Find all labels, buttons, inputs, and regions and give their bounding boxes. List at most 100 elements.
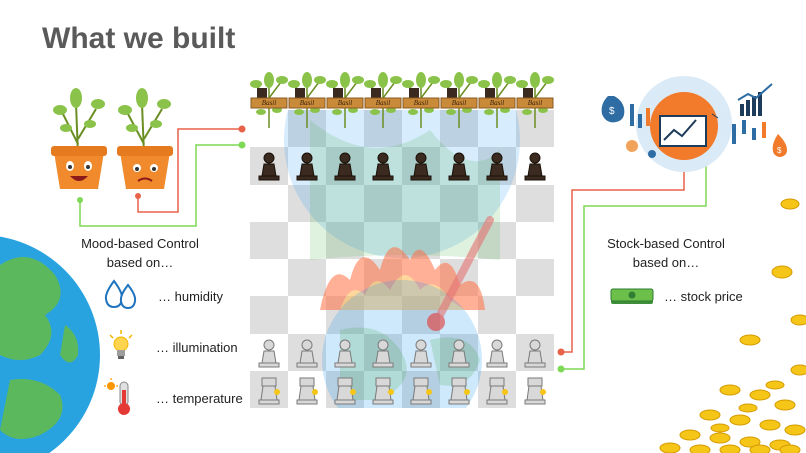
board-square[interactable] xyxy=(440,296,478,334)
board-square[interactable] xyxy=(478,333,516,371)
basil-sign-label: Basil xyxy=(451,99,467,107)
board-square[interactable] xyxy=(516,296,554,334)
board-square[interactable] xyxy=(250,296,288,334)
gold-coin xyxy=(790,364,806,376)
money-stack-icon xyxy=(610,288,654,304)
board-square[interactable] xyxy=(288,221,326,259)
board-square[interactable] xyxy=(288,296,326,334)
board-square[interactable] xyxy=(516,259,554,297)
board-square[interactable] xyxy=(326,184,364,222)
board-square[interactable] xyxy=(250,221,288,259)
earth-globe-left-icon xyxy=(0,236,100,453)
stock-control-heading-line1: Stock-based Control xyxy=(607,236,725,251)
gold-coin xyxy=(709,432,731,444)
svg-text:$: $ xyxy=(777,146,782,155)
board-square[interactable] xyxy=(402,259,440,297)
board-square[interactable] xyxy=(288,259,326,297)
board-square[interactable] xyxy=(478,184,516,222)
board-square[interactable] xyxy=(440,221,478,259)
basil-plant-icon xyxy=(326,72,364,128)
board-square[interactable] xyxy=(326,147,364,185)
board-square[interactable] xyxy=(440,259,478,297)
board-square[interactable] xyxy=(440,147,478,185)
mood-item-humidity: … humidity xyxy=(158,289,224,304)
basil-sign-label: Basil xyxy=(413,99,429,107)
gold-coin xyxy=(759,419,781,431)
board-square[interactable] xyxy=(250,259,288,297)
board-square[interactable] xyxy=(402,296,440,334)
gold-coin xyxy=(699,409,721,421)
light-bulb-icon xyxy=(109,330,133,359)
board-square[interactable] xyxy=(364,184,402,222)
gold-coins-icon xyxy=(659,198,806,453)
basil-sign-label: Basil xyxy=(299,99,315,107)
gold-coin xyxy=(710,423,730,433)
basil-plant-icon xyxy=(288,72,326,128)
board-square[interactable] xyxy=(402,370,440,408)
gold-coin xyxy=(689,444,711,453)
board-square[interactable] xyxy=(288,184,326,222)
stock-control-heading-line2: based on… xyxy=(632,255,700,270)
stock-item-price: … stock price xyxy=(664,289,743,304)
board-square[interactable] xyxy=(516,147,554,185)
board-square[interactable] xyxy=(250,147,288,185)
board-square[interactable] xyxy=(250,333,288,371)
board-square[interactable] xyxy=(288,370,326,408)
board-square[interactable] xyxy=(326,259,364,297)
board-square[interactable] xyxy=(288,147,326,185)
board-square[interactable] xyxy=(326,296,364,334)
gold-coin xyxy=(719,384,741,396)
gold-coin xyxy=(659,442,681,453)
gold-coin xyxy=(790,314,806,326)
gold-coin xyxy=(771,265,793,279)
basil-plant-icon xyxy=(364,72,402,128)
basil-sign-label: Basil xyxy=(489,99,505,107)
board-square[interactable] xyxy=(250,370,288,408)
board-square[interactable] xyxy=(250,184,288,222)
board-square[interactable] xyxy=(440,370,478,408)
basil-sign-label: Basil xyxy=(261,99,277,107)
board-square[interactable] xyxy=(326,333,364,371)
gold-coin xyxy=(738,403,758,413)
board-square[interactable] xyxy=(364,370,402,408)
gold-coin xyxy=(679,429,701,441)
basil-sign-label: Basil xyxy=(337,99,353,107)
gold-coin xyxy=(765,380,785,390)
board-square[interactable] xyxy=(364,333,402,371)
board-square[interactable] xyxy=(516,184,554,222)
board-square[interactable] xyxy=(516,333,554,371)
stock-market-graphic-icon: $ $ xyxy=(601,76,787,172)
board-square[interactable] xyxy=(326,370,364,408)
board-square[interactable] xyxy=(402,184,440,222)
board-square[interactable] xyxy=(440,333,478,371)
sad-plant-pot-icon xyxy=(117,88,173,189)
board-square[interactable] xyxy=(516,370,554,408)
board-square[interactable] xyxy=(288,333,326,371)
gold-coin xyxy=(729,414,751,426)
board-square[interactable] xyxy=(478,147,516,185)
gold-coin xyxy=(784,424,806,436)
board-square[interactable] xyxy=(402,333,440,371)
board-square[interactable] xyxy=(364,259,402,297)
board-square[interactable] xyxy=(478,370,516,408)
board-square[interactable] xyxy=(364,296,402,334)
board-square[interactable] xyxy=(478,259,516,297)
board-square[interactable] xyxy=(478,296,516,334)
board-square[interactable] xyxy=(440,184,478,222)
basil-plants-row: Basil Basil Basil Basil Basil Basil Ba xyxy=(250,68,554,130)
board-square[interactable] xyxy=(478,221,516,259)
slide-title: What we built xyxy=(42,22,236,55)
board-square[interactable] xyxy=(516,221,554,259)
basil-sign-label: Basil xyxy=(375,99,391,107)
board-square[interactable] xyxy=(402,147,440,185)
gold-coin xyxy=(774,399,796,411)
board-square[interactable] xyxy=(326,221,364,259)
board-square[interactable] xyxy=(364,221,402,259)
chess-board-grid xyxy=(250,110,554,408)
board-square[interactable] xyxy=(364,147,402,185)
basil-plant-icon xyxy=(516,72,554,128)
chess-board[interactable] xyxy=(250,110,554,408)
basil-sign-label: Basil xyxy=(527,99,543,107)
board-square[interactable] xyxy=(402,221,440,259)
water-drops-icon xyxy=(104,279,137,309)
